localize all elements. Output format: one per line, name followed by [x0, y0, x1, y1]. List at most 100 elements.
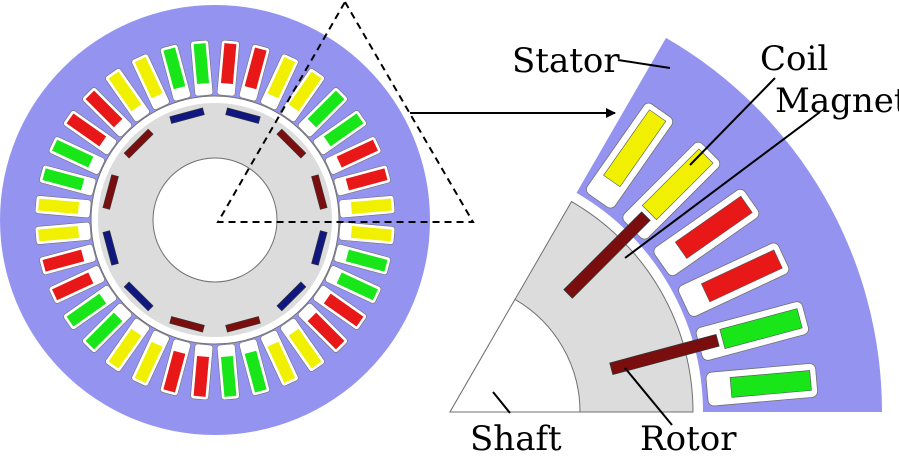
coil	[674, 195, 753, 259]
coil	[108, 328, 142, 369]
magnet	[276, 128, 307, 159]
stator-slot	[34, 221, 92, 245]
sector-slots	[586, 102, 818, 407]
sector-slot	[678, 242, 790, 317]
coil	[163, 47, 186, 90]
stator-slot	[131, 330, 170, 387]
stator-slot	[297, 302, 348, 353]
coil	[700, 249, 783, 303]
magnet	[311, 174, 328, 210]
stator-slot	[48, 136, 105, 175]
stator-slot	[131, 53, 170, 110]
sector-slot	[705, 363, 818, 407]
zoom-region-outline	[216, 0, 475, 223]
coil	[134, 57, 163, 99]
stator-slot	[82, 87, 133, 138]
stator-slot	[239, 44, 270, 102]
shaft	[152, 157, 278, 283]
coil	[193, 43, 210, 85]
coil	[220, 43, 237, 85]
coil	[267, 341, 296, 383]
magnet-label: Magnet	[775, 81, 899, 121]
sector-slot	[695, 301, 809, 361]
coil	[267, 57, 296, 99]
coil	[38, 225, 80, 242]
sector-magnets	[563, 211, 720, 376]
leader-lines	[492, 59, 821, 426]
rotor-label: Rotor	[640, 419, 737, 459]
coil	[323, 293, 364, 327]
coil	[336, 139, 378, 168]
stator-slot	[63, 110, 117, 155]
coil	[85, 312, 123, 350]
sector-slot	[622, 141, 721, 240]
coil	[244, 350, 267, 393]
stator-slot	[190, 39, 214, 97]
coil	[66, 113, 107, 147]
coil	[163, 350, 186, 393]
magnet	[123, 128, 154, 159]
rotor-leader	[624, 367, 673, 426]
stator-slot	[338, 221, 396, 245]
coil	[52, 272, 94, 301]
stator-slot	[333, 165, 391, 196]
magnet	[225, 316, 261, 333]
coil	[719, 308, 803, 350]
coil	[42, 168, 85, 191]
stator-label: Stator	[512, 41, 620, 81]
coil	[108, 71, 142, 112]
magnet	[102, 174, 119, 210]
coil-label: Coil	[760, 39, 828, 79]
coil	[323, 113, 364, 147]
coil	[641, 148, 714, 221]
coil	[288, 328, 322, 369]
coil	[350, 225, 392, 242]
coil	[603, 109, 667, 188]
stator-slot	[34, 195, 92, 219]
stator-slot	[160, 338, 191, 396]
coil	[85, 90, 123, 128]
stator-slots	[34, 39, 396, 401]
coil	[307, 90, 345, 128]
shaft-leader	[492, 391, 511, 414]
magnet	[563, 211, 651, 299]
stator-slot	[260, 330, 299, 387]
stator-slot	[333, 244, 391, 275]
sector-view	[449, 37, 882, 413]
coil	[729, 370, 812, 398]
coil	[345, 168, 388, 191]
coil	[193, 355, 210, 397]
stator-slot	[39, 244, 97, 275]
rotor-magnets	[102, 107, 328, 333]
stator-slot	[239, 338, 270, 396]
coil-leader	[689, 77, 776, 166]
stator-slot	[313, 110, 367, 155]
shaft-label: Shaft	[470, 419, 562, 459]
stator-slot	[338, 195, 396, 219]
coil	[345, 249, 388, 272]
coil	[38, 198, 80, 215]
stator-slot	[216, 343, 240, 401]
magnet	[311, 230, 328, 266]
coil	[220, 355, 237, 397]
magnet	[609, 334, 720, 376]
stator-slot	[325, 265, 382, 304]
coil	[307, 312, 345, 350]
magnet	[169, 107, 205, 124]
stator-slot	[190, 343, 214, 401]
coil	[52, 139, 94, 168]
magnet	[123, 281, 154, 312]
stator-slot	[48, 265, 105, 304]
coil	[134, 341, 163, 383]
sector-shaft	[449, 298, 581, 413]
sector-slot	[586, 102, 674, 209]
stator-slot	[63, 285, 117, 330]
stator-slot	[313, 285, 367, 330]
stator-slot	[39, 165, 97, 196]
stator-slot	[297, 87, 348, 138]
full-motor-cross-section	[0, 5, 430, 435]
stator-slot	[105, 68, 150, 122]
stator-slot	[160, 44, 191, 102]
coil	[350, 198, 392, 215]
magnet	[225, 107, 261, 124]
